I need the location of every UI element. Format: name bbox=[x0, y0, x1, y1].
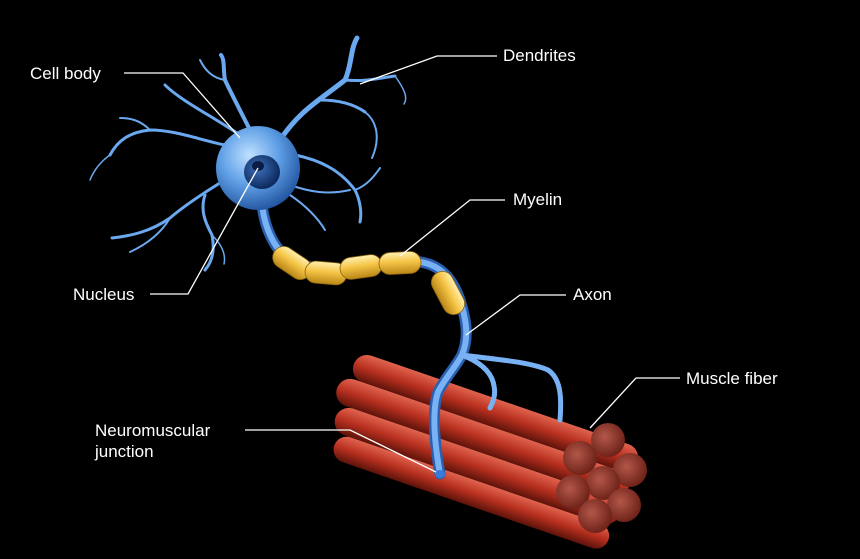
label-nmj-line1: Neuromuscular bbox=[95, 421, 211, 440]
leader-line-myelin bbox=[399, 199, 505, 257]
label-myelin: Myelin bbox=[513, 190, 563, 209]
dendrites-branches bbox=[89, 35, 407, 272]
label-muscle-fiber: Muscle fiber bbox=[686, 369, 778, 388]
label-nmj-line2: junction bbox=[95, 442, 154, 461]
label-nucleus: Nucleus bbox=[73, 285, 135, 304]
label-cell-body: Cell body bbox=[30, 64, 101, 83]
muscle-fiber-bundle bbox=[333, 354, 647, 549]
leader-line-dendrites bbox=[359, 55, 497, 85]
label-dendrites: Dendrites bbox=[503, 46, 576, 65]
neuromuscular-junction-terminal bbox=[435, 470, 445, 478]
leader-lines bbox=[124, 55, 680, 473]
leader-line-cell-body bbox=[124, 72, 241, 139]
leader-line-muscle-fiber bbox=[589, 377, 680, 429]
label-axon: Axon bbox=[573, 285, 612, 304]
label-neuromuscular-junction: Neuromuscular junction bbox=[95, 420, 210, 462]
leader-line-axon bbox=[465, 294, 566, 336]
leader-line-nmj bbox=[245, 429, 437, 473]
leader-line-nucleus bbox=[150, 167, 259, 295]
myelin-sheath bbox=[272, 246, 466, 315]
